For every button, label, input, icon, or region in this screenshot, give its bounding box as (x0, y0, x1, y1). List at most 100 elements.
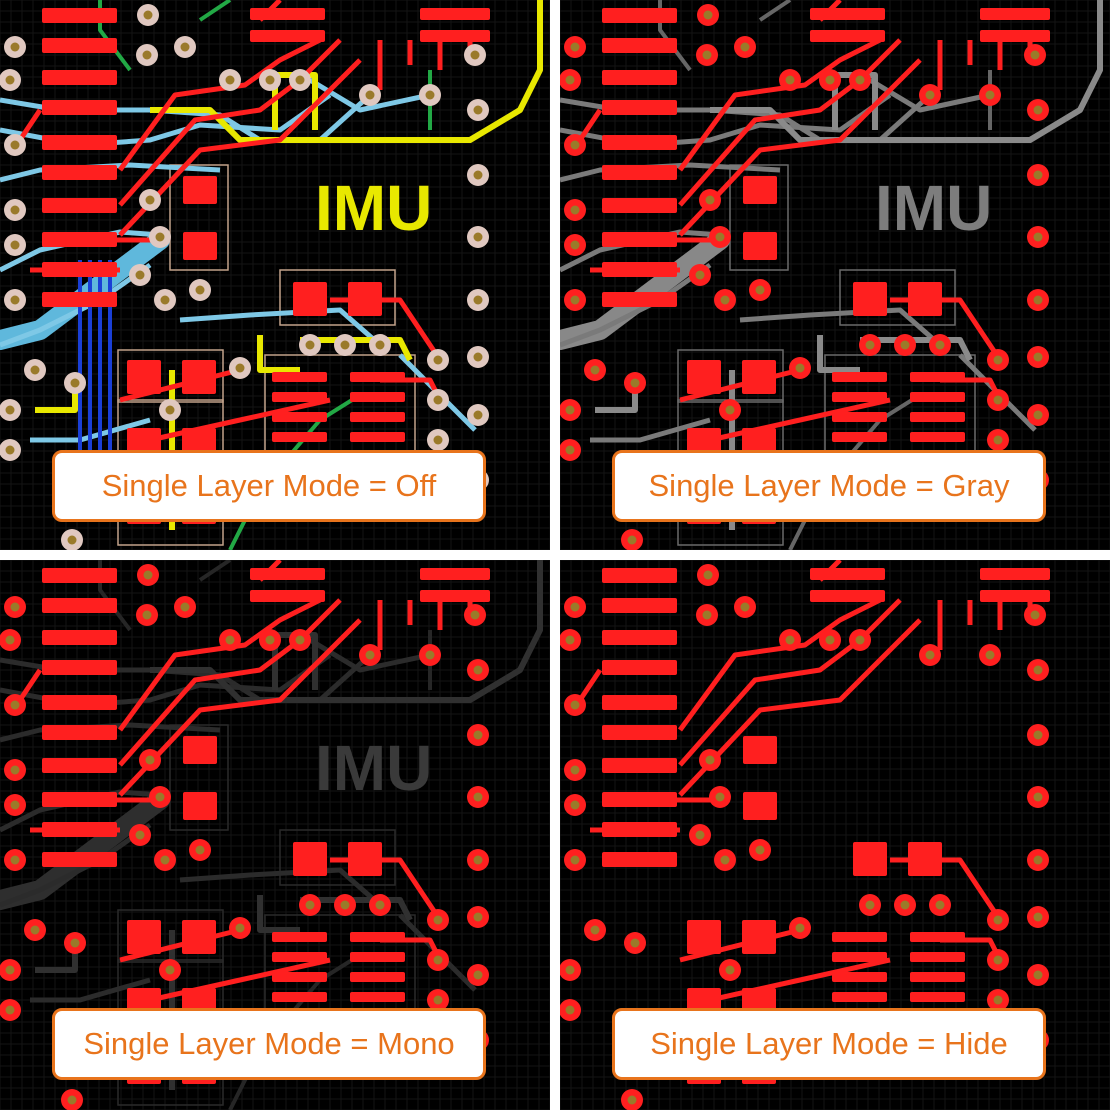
smd-pad (832, 952, 887, 962)
smd-pad (42, 725, 117, 740)
smd-pad (350, 992, 405, 1002)
smd-pad (420, 568, 490, 580)
smd-pad (602, 8, 677, 23)
smd-pad (420, 590, 490, 602)
smd-pad (602, 725, 677, 740)
smd-pad (42, 792, 117, 807)
smd-pad (602, 792, 677, 807)
panel-mode-gray: IMU Single Layer Mode = Gray (560, 0, 1110, 550)
smd-pad (832, 992, 887, 1002)
smd-pad (602, 165, 677, 180)
smd-pad (687, 920, 721, 954)
panel-mode-mono: IMU Single Layer Mode = Mono (0, 560, 550, 1110)
smd-pad (910, 392, 965, 402)
smd-pad (602, 292, 677, 307)
smd-pad (602, 568, 677, 583)
caption-mode-hide: Single Layer Mode = Hide (612, 1008, 1046, 1080)
smd-pad (42, 695, 117, 710)
smd-pad (272, 432, 327, 442)
smd-pad (832, 432, 887, 442)
smd-pad (742, 360, 776, 394)
smd-pad (420, 8, 490, 20)
smd-pad (832, 412, 887, 422)
smd-pad (183, 736, 217, 764)
smd-pad (42, 852, 117, 867)
smd-pad (42, 630, 117, 645)
smd-pad (602, 38, 677, 53)
smd-pad (602, 852, 677, 867)
panel-mode-off: IMU Single Layer Mode = Off (0, 0, 550, 550)
smd-pad (908, 282, 942, 316)
smd-pad (420, 30, 490, 42)
smd-pad (250, 30, 325, 42)
smd-pad (42, 8, 117, 23)
smd-pad (832, 372, 887, 382)
smd-pad (810, 568, 885, 580)
smd-pad (182, 360, 216, 394)
smd-pad (272, 992, 327, 1002)
smd-pad (602, 598, 677, 613)
smd-pad (350, 972, 405, 982)
caption-mode-mono: Single Layer Mode = Mono (52, 1008, 486, 1080)
smd-pad (602, 660, 677, 675)
smd-pad (182, 920, 216, 954)
smd-pad (272, 952, 327, 962)
smd-pad (42, 70, 117, 85)
smd-pad (127, 920, 161, 954)
smd-pad (743, 792, 777, 820)
smd-pad (980, 590, 1050, 602)
smd-pad (250, 590, 325, 602)
smd-pad (980, 8, 1050, 20)
smd-pad (350, 432, 405, 442)
smd-pad (602, 232, 677, 247)
smd-pad (250, 568, 325, 580)
top-copper-layer (560, 560, 1050, 1110)
smd-pad (910, 372, 965, 382)
smd-pad (602, 100, 677, 115)
smd-pad (42, 232, 117, 247)
smd-pad (810, 30, 885, 42)
smd-pad (272, 372, 327, 382)
smd-pad (743, 176, 777, 204)
smd-pad (42, 822, 117, 837)
smd-pad (687, 360, 721, 394)
smd-pad (742, 920, 776, 954)
smd-pad (183, 232, 217, 260)
smd-pad (183, 792, 217, 820)
smd-pad (910, 952, 965, 962)
caption-mode-off: Single Layer Mode = Off (52, 450, 486, 522)
imu-silkscreen-label: IMU (315, 172, 432, 244)
smd-pad (832, 932, 887, 942)
smd-pad (602, 630, 677, 645)
smd-pad (42, 38, 117, 53)
smd-pad (908, 842, 942, 876)
smd-pad (293, 842, 327, 876)
smd-pad (350, 952, 405, 962)
smd-pad (743, 736, 777, 764)
smd-pad (602, 262, 677, 277)
smd-pad (602, 135, 677, 150)
smd-pad (832, 972, 887, 982)
imu-silkscreen-label: IMU (315, 732, 432, 804)
smd-pad (350, 392, 405, 402)
smd-pad (183, 176, 217, 204)
smd-pad (910, 972, 965, 982)
smd-pad (910, 412, 965, 422)
smd-pad (350, 412, 405, 422)
smd-pad (602, 758, 677, 773)
smd-pad (743, 232, 777, 260)
smd-pad (910, 992, 965, 1002)
smd-pad (293, 282, 327, 316)
smd-pad (42, 135, 117, 150)
smd-pad (42, 758, 117, 773)
smd-pad (810, 8, 885, 20)
smd-pad (42, 198, 117, 213)
imu-silkscreen-label: IMU (875, 172, 992, 244)
smd-pad (42, 262, 117, 277)
smd-pad (980, 568, 1050, 580)
smd-pad (348, 842, 382, 876)
smd-pad (42, 568, 117, 583)
smd-pad (810, 590, 885, 602)
smd-pad (602, 822, 677, 837)
smd-pad (602, 198, 677, 213)
